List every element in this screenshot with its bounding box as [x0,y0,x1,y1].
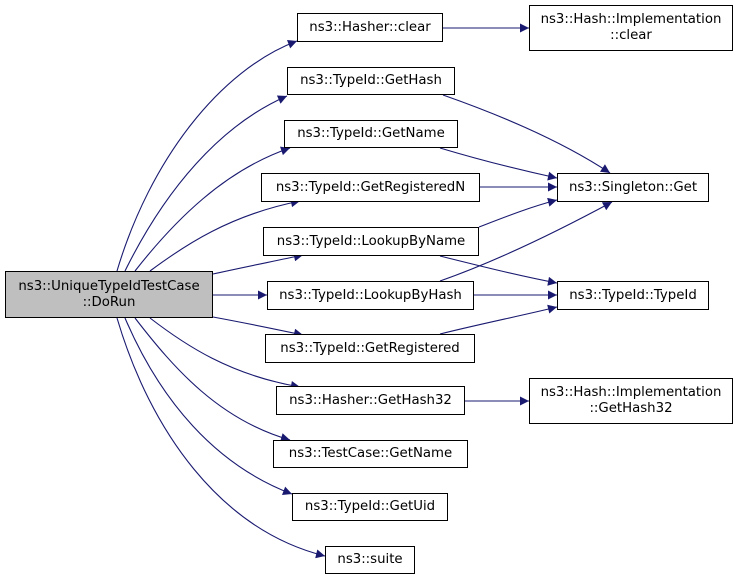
node-hash-implementation-clear[interactable]: ns3::Hash::Implementation ::clear [529,5,733,51]
node-singleton-get[interactable]: ns3::Singleton::Get [557,173,709,202]
node-label: ns3::TypeId::GetHash [300,73,442,88]
edge-root-to-typeid-getname [134,146,291,272]
node-hash-implementation-gethash32[interactable]: ns3::Hash::Implementation ::GetHash32 [529,378,733,424]
node-label-line2: ::DoRun [82,294,136,310]
node-label: ns3::TypeId::GetRegistered [280,340,460,356]
edge-root-to-hasher-gethash32 [149,317,301,390]
node-label-line2: ::GetHash32 [589,401,673,416]
edge-getname-to-singleton [439,147,558,181]
edge-lookupname-to-typeid [439,255,558,286]
node-label: ns3::Singleton::Get [568,179,698,195]
node-hasher-clear[interactable]: ns3::Hasher::clear [297,13,443,42]
edge-getreg-to-typeid [439,304,558,335]
node-unique-typeid-testcase-dorun[interactable]: ns3::UniqueTypeIdTestCase ::DoRun [5,271,213,318]
node-suite[interactable]: ns3::suite [325,546,415,574]
node-label: ns3::suite [337,552,403,567]
node-label-line1: ns3::Hash::Implementation [540,385,722,400]
node-hasher-gethash32[interactable]: ns3::Hasher::GetHash32 [276,386,465,415]
edge-gethash-to-singleton [442,94,611,174]
edge-root-to-typeid-lookupname [212,252,304,275]
node-typeid-lookupbyhash[interactable]: ns3::TypeId::LookupByHash [267,281,474,310]
node-label: ns3::TypeId::TypeId [569,287,697,303]
node-typeid-getname[interactable]: ns3::TypeId::GetName [284,120,458,148]
node-label: ns3::Hasher::clear [309,19,431,35]
edge-root-to-suite [116,317,326,559]
node-typeid-typeid[interactable]: ns3::TypeId::TypeId [557,281,709,310]
node-label: ns3::Hasher::GetHash32 [289,392,452,408]
node-label-line1: ns3::Hash::Implementation [540,12,722,27]
node-label: ns3::TestCase::GetName [288,446,453,461]
node-label-line2: ::clear [610,28,652,43]
edge-root-to-typeid-getregn [149,198,301,272]
edge-root-to-hasher-clear [116,39,298,272]
node-label-line1: ns3::UniqueTypeIdTestCase [18,278,200,294]
node-typeid-lookupbyname[interactable]: ns3::TypeId::LookupByName [263,227,479,256]
node-label: ns3::TypeId::LookupByName [276,233,466,249]
node-label: ns3::TypeId::LookupByHash [279,287,462,303]
edge-lookuphash-to-singleton [439,201,613,282]
node-typeid-getregistered[interactable]: ns3::TypeId::GetRegistered [265,334,475,363]
edge-root-to-testcase-getname [134,317,291,442]
node-label: ns3::TypeId::GetName [297,126,445,141]
node-typeid-gethash[interactable]: ns3::TypeId::GetHash [287,67,455,95]
edge-root-to-typeid-getreg [212,316,304,338]
node-label: ns3::TypeId::GetRegisteredN [275,179,466,195]
edge-root-to-typeid-getuid [124,317,293,496]
edge-lookupname-to-singleton [478,197,558,228]
edge-root-to-typeid-gethash [124,95,288,272]
node-label: ns3::TypeId::GetUid [304,499,436,514]
node-typeid-getregisteredn[interactable]: ns3::TypeId::GetRegisteredN [261,173,480,202]
node-typeid-getuid[interactable]: ns3::TypeId::GetUid [292,493,448,521]
node-testcase-getname[interactable]: ns3::TestCase::GetName [273,440,468,468]
